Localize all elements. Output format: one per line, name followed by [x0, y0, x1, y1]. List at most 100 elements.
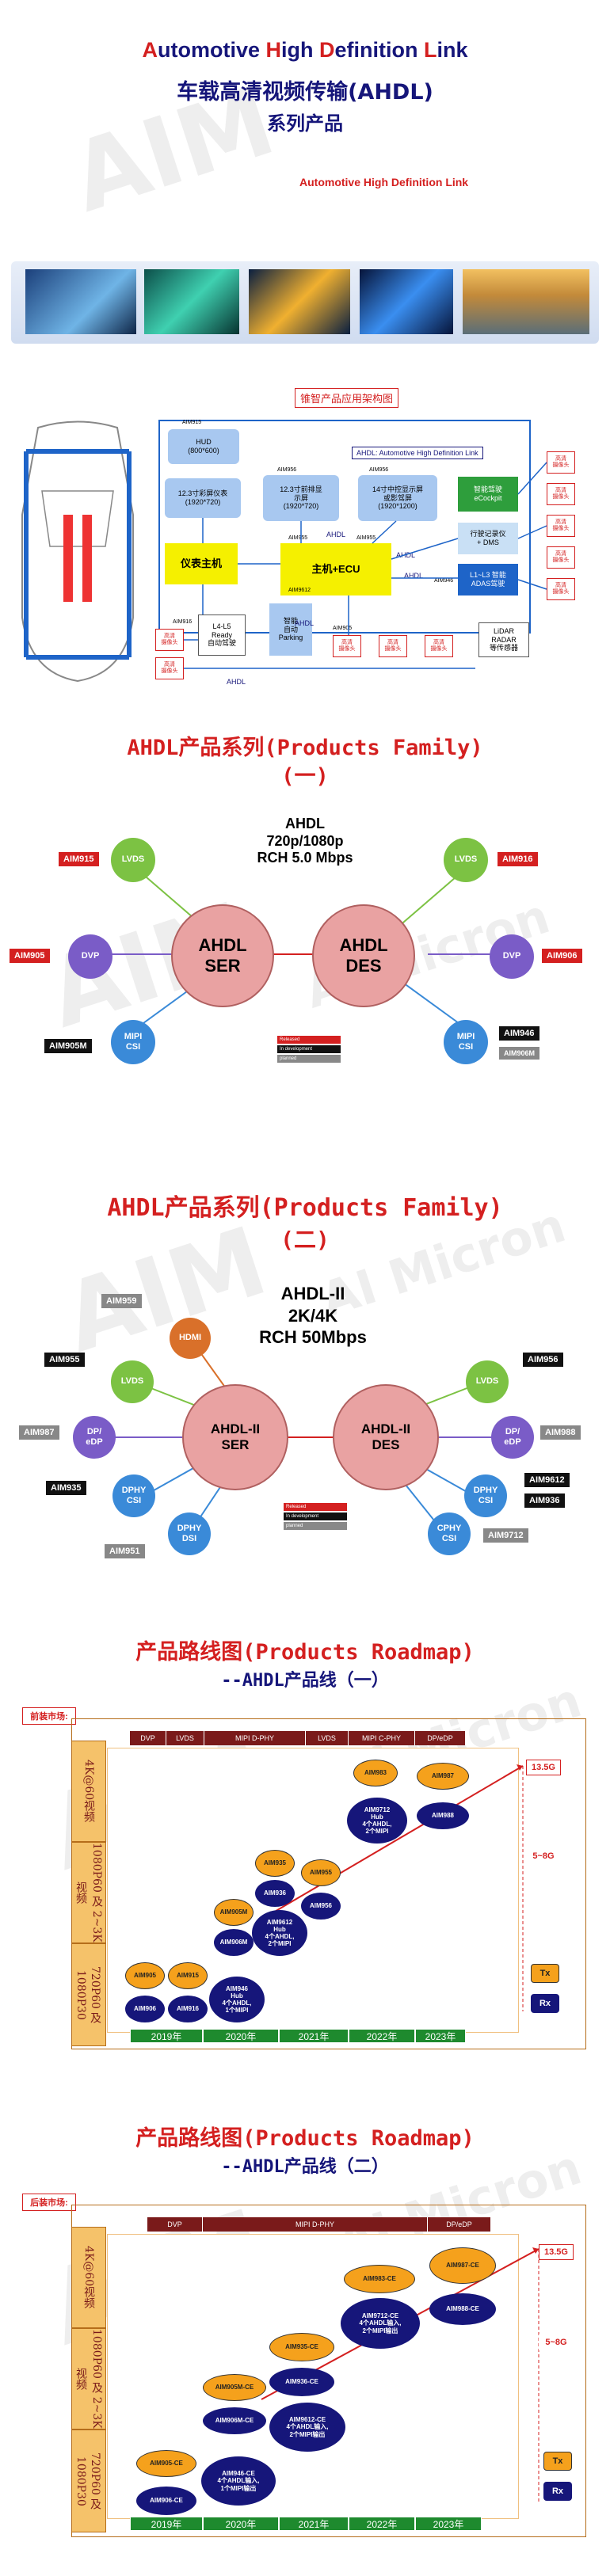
- legend-planned: planned: [284, 1522, 347, 1530]
- roadmap1-header-lvds-2: LVDS: [306, 1731, 349, 1745]
- roadmap2-chip-aim905ce: AIM905-CE: [136, 2450, 196, 2477]
- banner-image-chip: [25, 269, 136, 334]
- architecture-links: [184, 462, 547, 669]
- family2-tag-aim935: AIM935: [46, 1481, 86, 1495]
- roadmap1-year-2019: 2019年: [130, 2029, 203, 2043]
- roadmap1-chip-aim9612: AIM9612 Hub 4个AHDL, 2个MIPI: [252, 1910, 307, 1956]
- roadmap2-chip-aim906mce: AIM906M-CE: [203, 2407, 266, 2434]
- legend-released: Released: [284, 1503, 347, 1511]
- architecture-legend: AHDL: Automotive High Definition Link: [352, 447, 483, 459]
- camera-box: 高清 摄像头: [333, 635, 361, 657]
- camera-box: 高清 摄像头: [547, 483, 575, 505]
- family2-dphy-dsi: DPHY DSI: [168, 1512, 211, 1555]
- family2-cphy-right: CPHY CSI: [428, 1512, 471, 1555]
- family1-des: AHDL DES: [312, 904, 415, 1007]
- center-screen: 14寸中控显示屏 或影驾屏 (1920*1200): [358, 475, 437, 521]
- roadmap2-speed-mid: 5~8G: [539, 2334, 574, 2350]
- roadmap2-chip-aim906ce: AIM906-CE: [136, 2487, 196, 2515]
- camera-box: 高清 摄像头: [547, 451, 575, 474]
- family2-tag-aim951: AIM951: [105, 1544, 145, 1558]
- family2-dphy-left: DPHY CSI: [112, 1474, 155, 1517]
- family2-subtitle: (二): [280, 1227, 330, 1253]
- chip-label-aim946: AIM946: [434, 578, 454, 584]
- roadmap2-chip-aim905mce: AIM905M-CE: [203, 2374, 266, 2401]
- dms-box: 行驶记录仪 + DMS: [458, 523, 518, 554]
- family1-subtitle: (一): [281, 764, 329, 789]
- roadmap2-row-720p60: 720P60 及 1080P30: [71, 2430, 106, 2532]
- roadmap1-chip-aim946: AIM946 Hub 4个AHDL, 1个MIPI: [209, 1977, 265, 2022]
- architecture-title: 锥智产品应用架构图: [295, 388, 399, 408]
- roadmap2-chip-aim987ce: AIM987-CE: [429, 2247, 496, 2284]
- camera-box: 高清 摄像头: [547, 515, 575, 537]
- family2-lvds-right: LVDS: [466, 1360, 509, 1403]
- tagline: Automotive High Definition Link: [299, 176, 469, 188]
- camera-box: 高清 摄像头: [547, 546, 575, 569]
- system-frame: [158, 420, 531, 634]
- roadmap2-legend-tx: Tx: [543, 2452, 572, 2471]
- family1-tag-aim915: AIM915: [59, 852, 99, 866]
- family1-spec-1: AHDL: [285, 816, 325, 831]
- roadmap2-chip-aim936ce: AIM936-CE: [269, 2368, 334, 2396]
- banner-image-tech: [360, 269, 453, 334]
- family2-tag-aim959: AIM959: [101, 1294, 142, 1308]
- chip-label-aim915: AIM915: [182, 420, 202, 425]
- family2-spec-3: RCH 50Mbps: [259, 1327, 367, 1347]
- roadmap2-chip-aim9712ce: AIM9712-CE 4个AHDL输入, 2个MIPI输出: [341, 2298, 420, 2349]
- ahdl-link-label: AHDL: [295, 619, 315, 627]
- roadmap1-year-2023: 2023年: [415, 2029, 466, 2043]
- roadmap2-year-2019: 2019年: [130, 2517, 203, 2531]
- family2-tag-aim987: AIM987: [19, 1425, 59, 1440]
- page-subtitle-2: 系列产品: [267, 112, 343, 135]
- roadmap2-chip-aim935ce: AIM935-CE: [269, 2333, 334, 2361]
- roadmap1-title: 产品路线图(Products Roadmap): [135, 1640, 475, 1665]
- roadmap1-header-dp: DP/eDP: [415, 1731, 466, 1745]
- ahdl-link-label: AHDL: [326, 531, 346, 538]
- roadmap2-header-mipi-dphy: MIPI D-PHY: [203, 2217, 428, 2232]
- family1-tag-aim905: AIM905: [10, 949, 50, 963]
- chip-label-aim955-2: AIM955: [356, 535, 376, 541]
- car-outline: [21, 420, 134, 683]
- main-host: 主机+ECU: [280, 543, 391, 595]
- banner-image-chip-2: [249, 269, 350, 334]
- legend-planned: planned: [277, 1055, 341, 1063]
- chip-label-aim905: AIM905: [333, 626, 353, 631]
- family2-des: AHDL-II DES: [333, 1384, 439, 1490]
- roadmap1-legend-tx: Tx: [531, 1964, 559, 1983]
- adas-box: L1~L3 智能 ADAS驾驶: [458, 564, 518, 595]
- banner-image-road: [463, 269, 589, 334]
- family2-legend: Released In development planned: [284, 1503, 347, 1530]
- roadmap1-header-lvds: LVDS: [166, 1731, 204, 1745]
- roadmap1-chip-aim955: AIM955: [301, 1859, 341, 1886]
- hud-screen: HUD (800*600): [168, 429, 239, 464]
- cluster-screen: 12.3寸彩屏仪表 (1920*720): [165, 478, 241, 518]
- roadmap1-speed-high: 13.5G: [526, 1760, 561, 1775]
- roadmap1-speed-mid: 5~8G: [526, 1848, 561, 1864]
- family2-dphy-right: DPHY CSI: [464, 1474, 507, 1517]
- family1-spec-2: 720p/1080p: [266, 832, 344, 849]
- architecture-diagram: 锥智产品应用架构图 AHDL: Automotive High Definiti…: [0, 388, 610, 721]
- family1-spec-3: RCH 5.0 Mbps: [257, 850, 353, 866]
- chip-label-aim916: AIM916: [173, 619, 193, 625]
- roadmap1-chip-aim987: AIM987: [417, 1763, 469, 1790]
- roadmap2-chip-aim983ce: AIM983-CE: [344, 2265, 415, 2293]
- roadmap1-chip-aim905: AIM905: [125, 1962, 165, 1989]
- roadmap2-year-2023: 2023年: [415, 2517, 482, 2531]
- roadmap1-year-2020: 2020年: [203, 2029, 279, 2043]
- lidar-box: LiDAR RADAR 等传感器: [478, 622, 529, 657]
- family1-dvp-left: DVP: [68, 934, 112, 979]
- family2-tag-aim956: AIM956: [523, 1353, 563, 1367]
- family1-mipi-right: MIPI CSI: [444, 1020, 488, 1064]
- family2-dp-left: DP/ eDP: [73, 1416, 116, 1459]
- roadmap2-subtitle: --AHDL产品线（二）: [221, 2157, 389, 2177]
- roadmap1-chip-aim936: AIM936: [255, 1880, 295, 1907]
- roadmap1-legend-rx: Rx: [531, 1994, 559, 2013]
- family1-tag-aim906m: AIM906M: [499, 1047, 540, 1060]
- roadmap1-row-720p60: 720P60 及 1080P30: [71, 1943, 106, 2046]
- roadmap1-chip-aim988: AIM988: [417, 1802, 469, 1829]
- family1-tag-aim916: AIM916: [498, 852, 538, 866]
- roadmap1-chip-aim916: AIM916: [168, 1996, 208, 2022]
- camera-box: 高清 摄像头: [379, 635, 407, 657]
- legend-in-development: In development: [277, 1045, 341, 1053]
- family2-title: AHDL产品系列(Products Family): [107, 1194, 503, 1222]
